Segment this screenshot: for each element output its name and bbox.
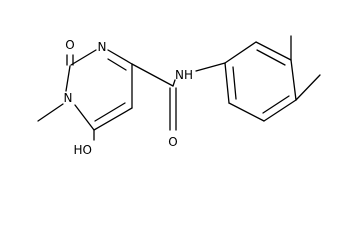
bond-n3-c4 [107,49,133,65]
bond-ar2-ar3-inner [256,49,286,66]
atom-label-o-amide: O [168,135,177,149]
bond-c5-c6-inner [94,102,126,122]
bond-c5-c6 [93,107,133,131]
bond-n1-methyl [37,103,64,122]
bond-ar5-ar6 [228,102,265,122]
atom-label-oh: HO [74,143,92,157]
benzene-ring [224,41,297,122]
pyrimidine-ring [65,49,133,131]
atom-label-n-ring-top: N [98,40,107,54]
bond-ar4-methyl [295,74,321,101]
atom-label-nh: NH [175,68,193,82]
bond-amide-c-n [172,79,176,87]
bond-nh-aryl [195,62,226,72]
atom-label-n-ring-left: N [64,91,73,105]
bond-n1-c2 [65,65,71,92]
bond-c6-n1 [74,104,95,131]
bond-ar1-ar2 [224,41,257,64]
bond-ar2-ar3 [255,41,292,61]
bond-c2-n3 [70,49,97,66]
bond-n3-c4-inner [107,58,127,71]
atom-label-o-ring: O [65,38,74,52]
bond-c4-amide-carbon [131,63,174,87]
bond-ar4-ar5-inner [262,95,290,114]
bond-ar3-ar4 [290,59,297,101]
chemical-structure-diagram: O N N NH O HO [37,35,321,157]
bond-ar6-ar1 [224,62,230,104]
bond-ar6-ar1-inner [232,66,237,100]
bond-ar4-ar5 [263,99,297,122]
